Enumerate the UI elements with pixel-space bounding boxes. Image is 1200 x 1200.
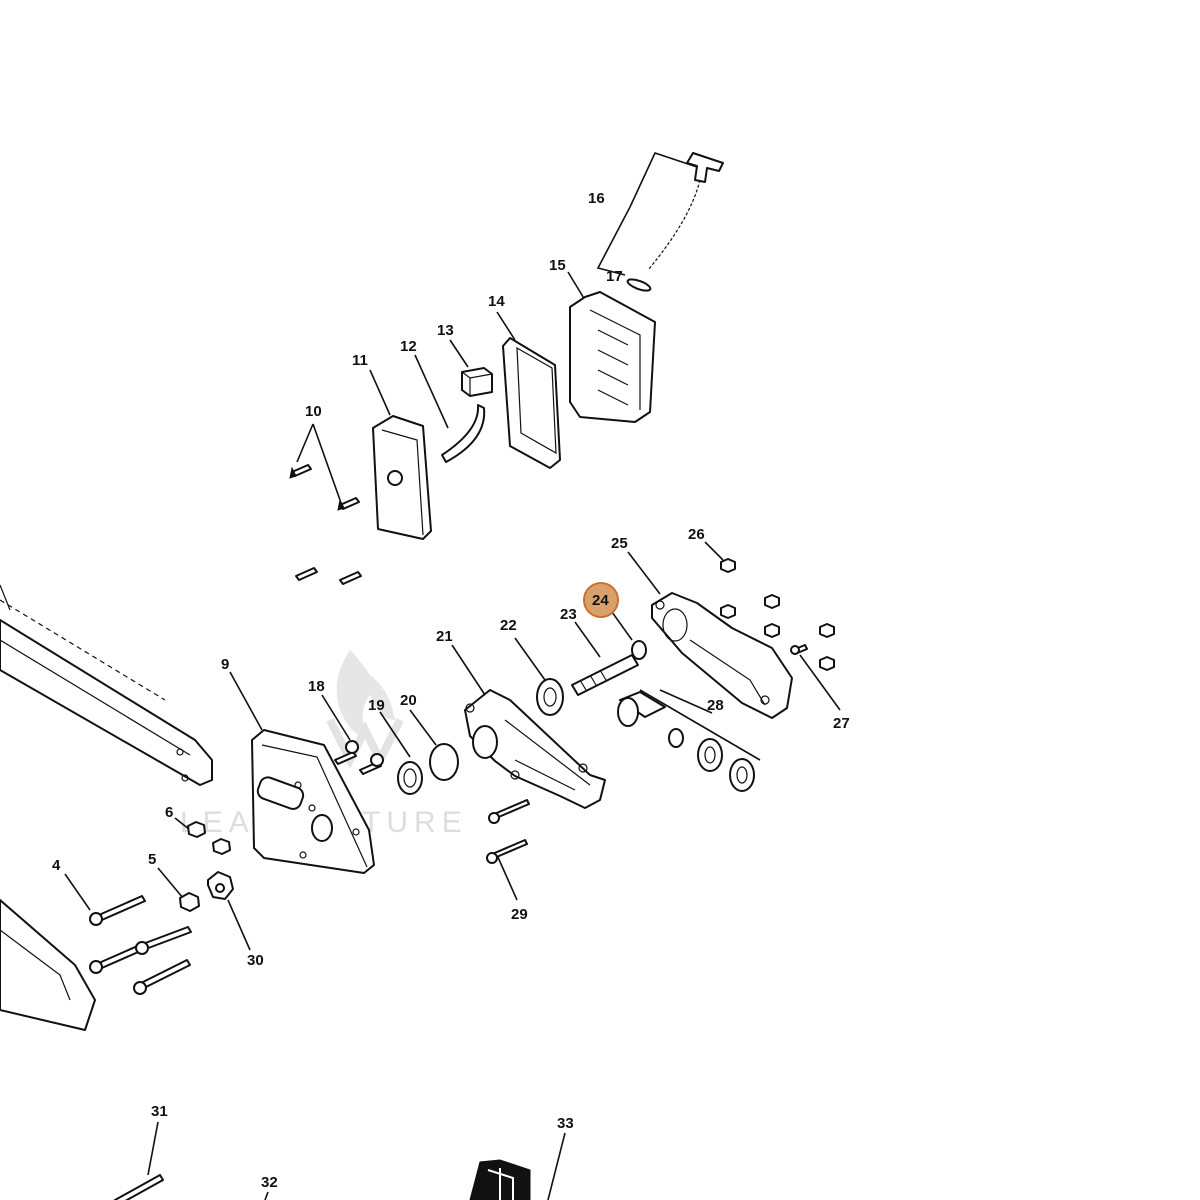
label-22[interactable]: 22 — [500, 617, 517, 634]
label-16[interactable]: 16 — [588, 190, 605, 207]
part-9-plate[interactable] — [229, 671, 375, 874]
label-9[interactable]: 9 — [221, 656, 229, 673]
part-33-block[interactable] — [469, 1132, 566, 1200]
part-18-bolts[interactable] — [321, 694, 384, 775]
part-28-bearings[interactable] — [617, 689, 761, 792]
part-6-nuts[interactable] — [174, 817, 231, 855]
label-17[interactable]: 17 — [606, 268, 623, 285]
part-25-housing[interactable] — [627, 551, 793, 719]
part-10-screws[interactable] — [289, 423, 362, 585]
part-13-block[interactable] — [449, 339, 493, 397]
part-24-washer[interactable] — [611, 611, 647, 660]
label-10[interactable]: 10 — [305, 403, 322, 420]
part-31-rod[interactable] — [114, 1121, 164, 1200]
part-30-star-nut[interactable] — [207, 871, 251, 951]
label-26[interactable]: 26 — [688, 526, 705, 543]
guide-bar-chain[interactable] — [0, 584, 213, 1031]
label-28[interactable]: 28 — [707, 697, 724, 714]
callout-labels: 4 5 6 9 10 11 12 13 14 15 16 17 18 19 20… — [52, 190, 850, 1191]
label-4[interactable]: 4 — [52, 857, 61, 874]
label-27[interactable]: 27 — [833, 715, 850, 732]
label-14[interactable]: 14 — [488, 293, 505, 310]
part-4-bolts[interactable] — [64, 873, 192, 995]
label-29[interactable]: 29 — [511, 906, 528, 923]
part-16-cord-cap[interactable] — [596, 152, 724, 293]
part-21-gear-housing[interactable] — [451, 644, 606, 809]
part-22-gear[interactable] — [514, 637, 564, 716]
label-12[interactable]: 12 — [400, 338, 417, 355]
part-23-shaft[interactable] — [571, 621, 639, 696]
part-20-o-ring[interactable] — [409, 709, 459, 781]
label-18[interactable]: 18 — [308, 678, 325, 695]
label-31[interactable]: 31 — [151, 1103, 168, 1120]
label-19[interactable]: 19 — [368, 697, 385, 714]
label-23[interactable]: 23 — [560, 606, 577, 623]
label-13[interactable]: 13 — [437, 322, 454, 339]
part-14-gasket[interactable] — [496, 311, 561, 469]
part-29-bolts[interactable] — [486, 799, 530, 901]
part-19-bearing[interactable] — [379, 711, 423, 795]
label-15[interactable]: 15 — [549, 257, 566, 274]
label-25[interactable]: 25 — [611, 535, 628, 552]
part-27-bolt[interactable] — [790, 644, 841, 711]
part-15-housing[interactable] — [567, 271, 656, 423]
part-12-spring[interactable] — [414, 354, 486, 463]
part-5-nut[interactable] — [157, 867, 200, 912]
part-32-rod[interactable] — [264, 1191, 269, 1200]
label-24[interactable]: 24 — [592, 592, 609, 609]
highlight-marker — [583, 582, 619, 618]
part-11-cover[interactable] — [369, 369, 432, 540]
label-6[interactable]: 6 — [165, 804, 173, 821]
label-21[interactable]: 21 — [436, 628, 453, 645]
label-11[interactable]: 11 — [352, 352, 368, 369]
part-26-nuts[interactable] — [704, 541, 835, 671]
label-32[interactable]: 32 — [261, 1174, 278, 1191]
label-30[interactable]: 30 — [247, 952, 264, 969]
label-20[interactable]: 20 — [400, 692, 417, 709]
label-33[interactable]: 33 — [557, 1115, 574, 1132]
label-5[interactable]: 5 — [148, 851, 156, 868]
